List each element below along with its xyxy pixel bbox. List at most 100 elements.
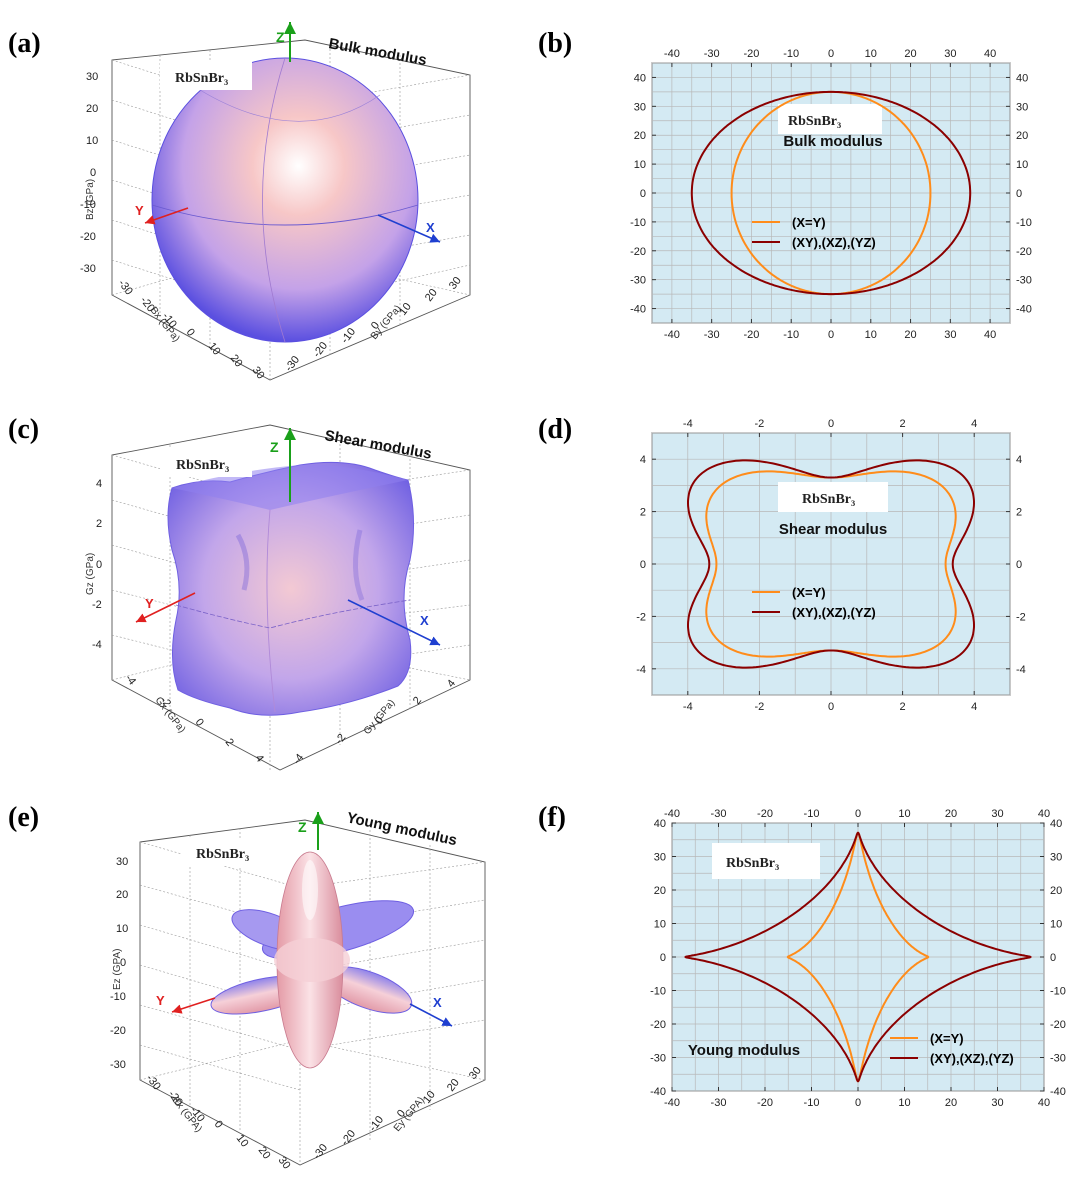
ztick-a: 10: [86, 135, 98, 147]
xtick-bottom-d: -2: [755, 701, 765, 713]
ztick-c: 0: [96, 559, 102, 571]
xtick-bottom-b: 10: [865, 329, 877, 341]
zticks-a: 30 20 10 0 -10 -20 -30: [80, 71, 98, 275]
xtick-bottom-b: 40: [984, 329, 996, 341]
material-box-b: [778, 104, 882, 134]
axis-label-z-c: Gz (GPa): [85, 553, 96, 595]
ztick-a: 0: [90, 167, 96, 179]
legend-label-b-1: (XY),(XZ),(YZ): [792, 235, 876, 250]
xtick-bottom-f: -30: [711, 1097, 727, 1109]
panel-label-c: (c): [8, 414, 39, 445]
ytick-right-b: 10: [1016, 159, 1028, 171]
xtick-bottom-b: -20: [743, 329, 759, 341]
ytick-right-d: -2: [1016, 611, 1026, 623]
xtick-top-b: -10: [783, 48, 799, 60]
ytick-c: -4: [291, 752, 306, 767]
ztick-e: -10: [110, 991, 126, 1003]
xtick-top-f: -10: [804, 808, 820, 820]
direction-x-a: X: [426, 220, 435, 235]
ztick-c: -2: [92, 599, 102, 611]
direction-x-c: X: [420, 613, 429, 628]
ytick-right-d: -4: [1016, 664, 1026, 676]
chart-title-b: Bulk modulus: [783, 133, 882, 150]
xtick-c: 4: [253, 752, 266, 764]
xtick-e: 10: [234, 1132, 251, 1149]
ytick-left-b: 10: [634, 159, 646, 171]
ytick-a: -30: [283, 354, 302, 374]
panel-a: (a) Z Y X RbSnBr₃ Bul: [8, 22, 471, 382]
xtick-bottom-b: -40: [664, 329, 680, 341]
xtick-top-b: 20: [904, 48, 916, 60]
ytick-left-f: 0: [660, 952, 666, 964]
material-f: RbSnBr₃: [726, 856, 779, 871]
xtick-bottom-b: 20: [904, 329, 916, 341]
ytick-left-d: 2: [640, 507, 646, 519]
xtick-top-f: -30: [711, 808, 727, 820]
ztick-e: 0: [120, 957, 126, 969]
xtick-top-d: 0: [828, 418, 834, 430]
series-line-b-0: [730, 90, 932, 296]
xtick-top-b: -20: [743, 48, 759, 60]
ytick-left-f: 20: [654, 885, 666, 897]
ytick-c: 4: [445, 678, 458, 690]
ztick-a: -20: [80, 231, 96, 243]
chart-b: -40-40-30-30-20-20-10-100010102020303040…: [630, 48, 1032, 341]
ztick-c: 4: [96, 478, 102, 490]
ytick-left-b: 40: [634, 72, 646, 84]
xtick-bottom-f: 30: [991, 1097, 1003, 1109]
chart-f: -40-40-30-30-20-20-10-100010102020303040…: [650, 808, 1066, 1109]
xtick-bottom-d: 4: [971, 701, 977, 713]
material-c: RbSnBr₃: [176, 458, 229, 473]
ztick-c: -4: [92, 639, 102, 651]
xtick-top-b: 40: [984, 48, 996, 60]
ytick-e: 30: [467, 1065, 484, 1082]
legend-label-b-0: (X=Y): [792, 215, 826, 230]
material-d: RbSnBr₃: [802, 492, 855, 507]
xtick-top-b: 30: [944, 48, 956, 60]
surface-young-3d: [210, 851, 415, 1069]
ytick-left-b: -10: [630, 217, 646, 229]
title-a: Bulk modulus: [327, 35, 428, 69]
direction-z-c: Z: [270, 439, 279, 455]
xtick-e: -30: [144, 1072, 163, 1092]
direction-z-e: Z: [298, 819, 307, 835]
xtick-top-f: 10: [898, 808, 910, 820]
direction-y-e: Y: [156, 993, 165, 1008]
ytick-right-f: -30: [1050, 1053, 1066, 1065]
ytick-a: -20: [311, 340, 330, 360]
ytick-right-b: -10: [1016, 217, 1032, 229]
ytick-left-b: -30: [630, 275, 646, 287]
ztick-e: 10: [116, 923, 128, 935]
direction-axes-a: Z Y X: [135, 22, 441, 243]
xtick-top-f: 20: [945, 808, 957, 820]
panel-e: (e) Z Y X: [8, 802, 486, 1172]
ytick-left-d: -4: [636, 664, 646, 676]
ytick-right-f: 0: [1050, 952, 1056, 964]
xticks-e: -30 -20 -10 0 10 20 30: [144, 1072, 293, 1171]
material-a: RbSnBr₃: [175, 71, 228, 86]
ytick-left-d: 4: [640, 454, 646, 466]
xtick-top-f: 40: [1038, 808, 1050, 820]
xtick-top-f: -20: [757, 808, 773, 820]
xtick-bottom-f: 40: [1038, 1097, 1050, 1109]
ytick-right-b: -30: [1016, 275, 1032, 287]
direction-axes-c: Z Y X: [135, 428, 441, 646]
zticks-c: 4 2 0 -2 -4: [92, 478, 102, 651]
ztick-a: -10: [80, 199, 96, 211]
xtick-bottom-d: 2: [900, 701, 906, 713]
xtick-top-b: 0: [828, 48, 834, 60]
xtick-a: -30: [116, 277, 135, 297]
legend-label-f-1: (XY),(XZ),(YZ): [930, 1051, 1014, 1066]
ytick-e: 20: [445, 1077, 462, 1094]
xtick-e: 0: [212, 1118, 225, 1130]
ztick-a: 30: [86, 71, 98, 83]
xtick-a: 30: [250, 364, 267, 381]
ztick-c: 2: [96, 518, 102, 530]
ytick-left-f: -40: [650, 1086, 666, 1098]
material-box-c: [160, 447, 252, 477]
xtick-top-d: 4: [971, 418, 977, 430]
xtick-bottom-f: -20: [757, 1097, 773, 1109]
ytick-right-f: -10: [1050, 986, 1066, 998]
xtick-top-b: -40: [664, 48, 680, 60]
